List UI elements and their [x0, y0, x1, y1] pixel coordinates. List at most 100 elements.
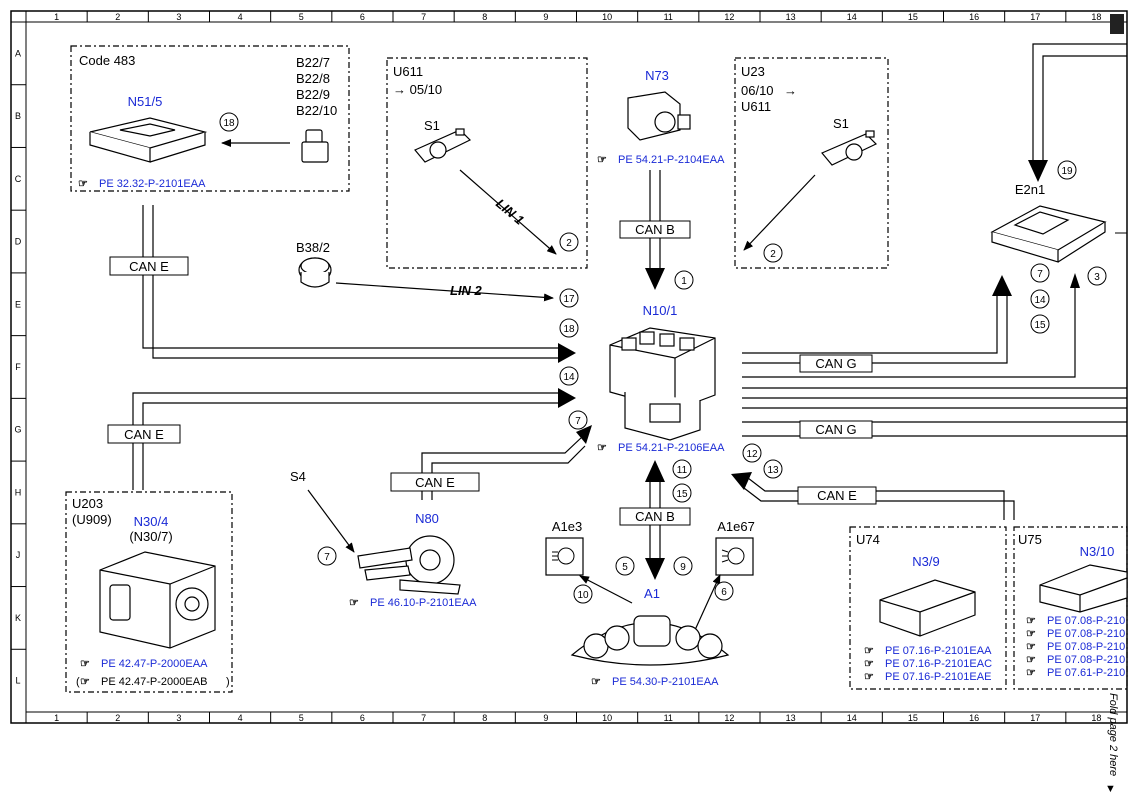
- b22-sensor-icon: [301, 129, 329, 163]
- grid-row-label: J: [16, 550, 21, 560]
- e2n1-module-icon: [990, 205, 1107, 263]
- ref-icon: ☞: [1026, 641, 1036, 653]
- marker-7: 7: [1037, 269, 1043, 280]
- n73-switch-icon: [627, 91, 691, 141]
- grid-column-label: 10: [602, 713, 612, 723]
- lin1-line: [459, 169, 557, 255]
- can-b-label-top: CAN B: [635, 222, 675, 237]
- grid-column-label: 17: [1030, 12, 1040, 22]
- grid-column-label: 8: [482, 713, 487, 723]
- n3-9-ref-3: PE 07.16-P-2101EAE: [885, 671, 991, 683]
- ref-icon: ☞: [864, 645, 874, 657]
- lin2-label: LIN 2: [450, 283, 483, 298]
- grid-row-label: E: [15, 299, 21, 309]
- n30-abs-unit-icon: [99, 551, 216, 649]
- n80-ref: PE 46.10-P-2101EAA: [370, 597, 477, 609]
- marker-circle: [1057, 160, 1077, 180]
- u75-title: U75: [1018, 532, 1042, 547]
- n3-10-label: N3/10: [1080, 544, 1115, 559]
- n80-label: N80: [415, 511, 439, 526]
- marker-9: 9: [680, 562, 686, 573]
- a1e3-label: A1e3: [552, 519, 582, 534]
- a1e3-arrow: [579, 575, 633, 604]
- marker-circle: [1030, 314, 1050, 334]
- a1-ref: PE 54.30-P-2101EAA: [612, 676, 719, 688]
- can-e-label-left-top: CAN E: [129, 259, 169, 274]
- marker-circle: [559, 232, 579, 252]
- marker-circle: [573, 584, 593, 604]
- n3-10-ref-3: PE 07.08-P-210: [1047, 641, 1125, 653]
- marker-circle: [559, 288, 579, 308]
- ref-icon: ☞: [591, 676, 601, 688]
- ref-icon: ☞: [80, 658, 90, 670]
- grid-column-label: 4: [238, 713, 243, 723]
- u611-box: [386, 57, 588, 269]
- u23-arrow-glyph: →: [784, 83, 797, 98]
- marker-circle: [219, 112, 239, 132]
- grid-row-label: K: [15, 613, 21, 623]
- grid-column-label: 7: [421, 713, 426, 723]
- marker-circle: [317, 546, 337, 566]
- grid-column-label: 14: [847, 12, 857, 22]
- n10-fuse-box-icon: [609, 327, 716, 441]
- page-corner-icon: [1110, 14, 1124, 34]
- n3-10-ref-5: PE 07.61-P-210: [1047, 667, 1125, 679]
- code483-box: [70, 45, 350, 192]
- u23-date: 06/10: [741, 83, 774, 98]
- bus-top-right: [1032, 43, 1127, 160]
- n3-9-ecu-icon: [879, 579, 976, 637]
- can-e-arrow-right: [731, 472, 752, 490]
- b22-label-1: B22/7: [296, 55, 330, 70]
- grid-column-label: 2: [115, 713, 120, 723]
- ref-icon: ☞: [864, 671, 874, 683]
- arrow-to-e2n1: [1028, 160, 1048, 182]
- marker-circle: [673, 556, 693, 576]
- u203-sub: (U909): [72, 512, 112, 527]
- n3-9-label: N3/9: [912, 554, 939, 569]
- ref-icon: ☞: [349, 597, 359, 609]
- can-e-bus-right: [743, 477, 1015, 520]
- grid-column-label: 17: [1030, 713, 1040, 723]
- ref-icon: ☞: [1026, 667, 1036, 679]
- marker-circle: [714, 581, 734, 601]
- can-e-arrow-bottom: [558, 388, 576, 408]
- n3-9-ref-2: PE 07.16-P-2101EAC: [885, 658, 992, 670]
- grid-column-label: 13: [786, 713, 796, 723]
- n10-label: N10/1: [643, 303, 678, 318]
- bus-line-to-e2n1-3: [742, 285, 1076, 378]
- can-e-label-right: CAN E: [817, 488, 857, 503]
- grid-column-label: 16: [969, 12, 979, 22]
- marker-14: 14: [1034, 295, 1046, 306]
- u74-title: U74: [856, 532, 880, 547]
- ref-icon: ☞: [1026, 615, 1036, 627]
- n30-ref-alt: PE 42.47-P-2000EAB: [101, 676, 207, 688]
- grid-column-label: 3: [176, 12, 181, 22]
- a1e67-label: A1e67: [717, 519, 755, 534]
- marker-15: 15: [1034, 320, 1046, 331]
- n3-10-ref-1: PE 07.08-P-210: [1047, 615, 1125, 627]
- marker-19: 19: [1061, 166, 1073, 177]
- s1-label-left: S1: [424, 118, 440, 133]
- can-e-label-box: [390, 472, 480, 492]
- marker-10: 10: [577, 590, 589, 601]
- u23-title: U23: [741, 64, 765, 79]
- marker-7: 7: [575, 416, 581, 427]
- marker-circle: [1030, 289, 1050, 309]
- can-b-arrow-down: [645, 558, 665, 580]
- s4-label: S4: [290, 469, 306, 484]
- grid-column-label: 12: [724, 12, 734, 22]
- grid-column-label: 5: [299, 12, 304, 22]
- marker-14: 14: [563, 372, 575, 383]
- can-b-arrow-top: [645, 268, 665, 290]
- can-b-arrow-up: [645, 460, 665, 482]
- u203-box: [65, 491, 233, 693]
- s1-switch-icon-right: [821, 130, 878, 166]
- marker-circle: [742, 443, 762, 463]
- can-e-arrow-top: [558, 343, 576, 363]
- marker-7-s4: 7: [324, 552, 330, 563]
- u611-date: → 05/10: [393, 82, 442, 97]
- can-b-label-box: [619, 220, 691, 239]
- ref-icon: ☞: [78, 178, 88, 190]
- a1e67-lamp-icon: [715, 537, 754, 576]
- marker-15: 15: [676, 489, 688, 500]
